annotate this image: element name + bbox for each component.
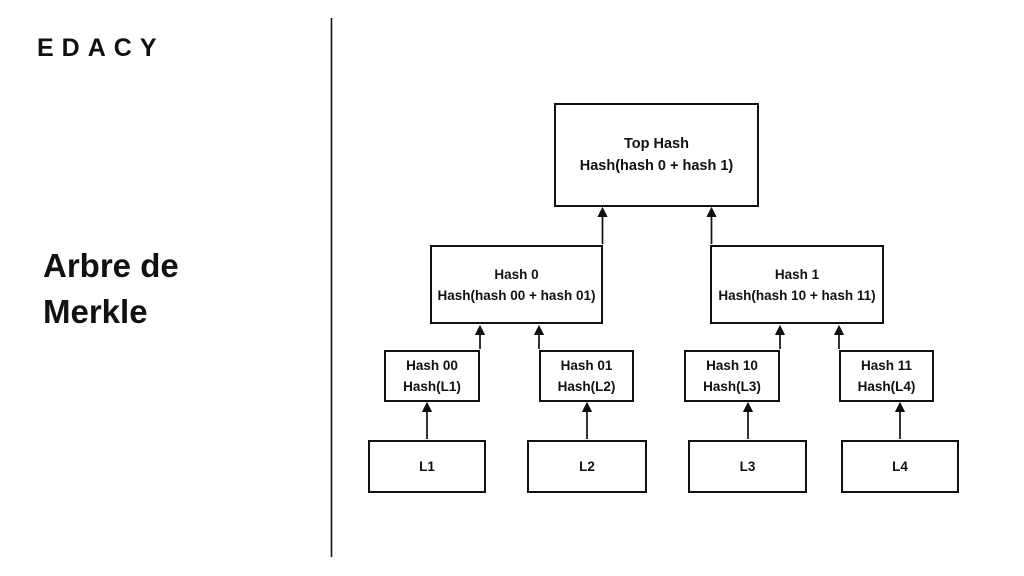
node-top-hash-title: Top Hash xyxy=(624,136,689,152)
node-hash-11-title: Hash 11 xyxy=(860,358,913,373)
leaf-l2-label: L2 xyxy=(579,459,595,474)
node-hash-00-title: Hash 00 xyxy=(406,358,458,373)
node-leaf-l1: L1 xyxy=(368,440,486,493)
node-hash-1: Hash 1 Hash(hash 10 + hash 11) xyxy=(710,245,884,324)
edacy-logo: EDACY xyxy=(37,34,165,62)
node-leaf-l4: L4 xyxy=(841,440,959,493)
node-hash-0-title: Hash 0 xyxy=(494,266,539,282)
node-hash-0: Hash 0 Hash(hash 00 + hash 01) xyxy=(430,245,603,324)
node-hash-0-formula: Hash(hash 00 + hash 01) xyxy=(437,287,596,303)
slide-title-line-1: Arbre de xyxy=(43,247,179,284)
node-hash-11: Hash 11 Hash(L4) xyxy=(839,350,934,402)
node-hash-1-formula: Hash(hash 10 + hash 11) xyxy=(718,287,876,303)
node-hash-01-formula: Hash(L2) xyxy=(557,379,616,394)
node-hash-10: Hash 10 Hash(L3) xyxy=(684,350,780,402)
node-top-hash: Top Hash Hash(hash 0 + hash 1) xyxy=(554,103,759,207)
slide-title: Arbre de Merkle xyxy=(43,243,179,335)
node-hash-00: Hash 00 Hash(L1) xyxy=(384,350,480,402)
leaf-l3-label: L3 xyxy=(739,459,756,474)
node-hash-10-title: Hash 10 xyxy=(706,358,758,373)
node-hash-10-formula: Hash(L3) xyxy=(703,379,761,394)
node-hash-01-title: Hash 01 xyxy=(560,358,613,373)
node-hash-01: Hash 01 Hash(L2) xyxy=(539,350,634,402)
node-hash-11-formula: Hash(L4) xyxy=(857,379,916,394)
slide-title-line-2: Merkle xyxy=(43,293,148,330)
leaf-l4-label: L4 xyxy=(892,459,908,474)
node-leaf-l2: L2 xyxy=(527,440,647,493)
node-hash-1-title: Hash 1 xyxy=(774,266,820,282)
node-leaf-l3: L3 xyxy=(688,440,807,493)
node-hash-00-formula: Hash(L1) xyxy=(403,379,461,394)
leaf-l1-label: L1 xyxy=(419,459,435,474)
node-top-hash-formula: Hash(hash 0 + hash 1) xyxy=(579,158,734,174)
